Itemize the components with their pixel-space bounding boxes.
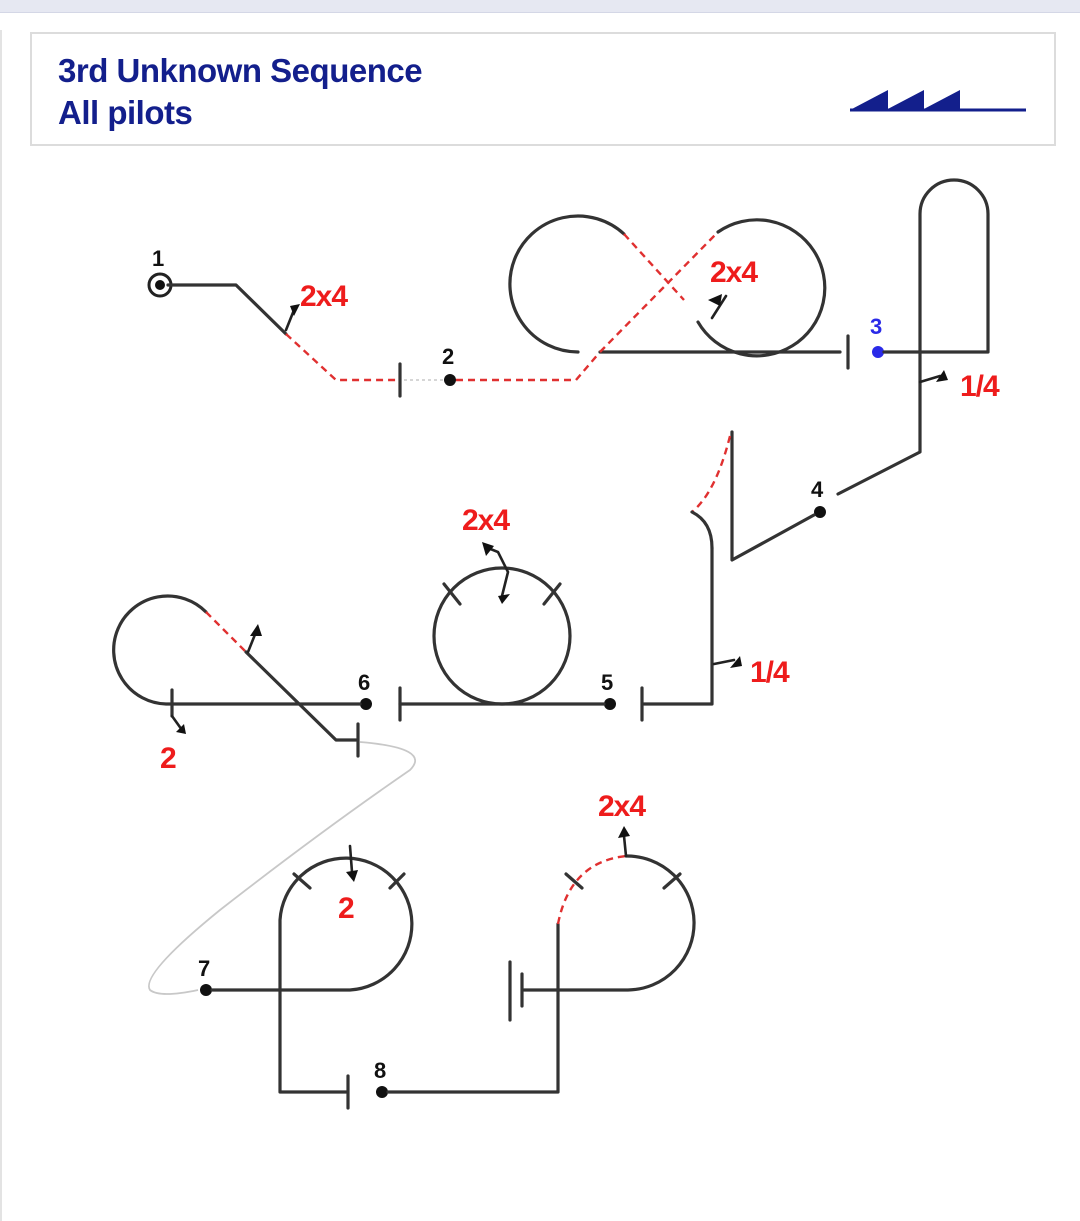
wind-triangles-icon — [850, 90, 1026, 112]
roll-label-fig3: 1/4 — [960, 370, 1000, 403]
figure-1-roll-arrow — [284, 308, 296, 332]
figure-5-number-dot — [604, 698, 616, 710]
figure-3-entry-dot — [872, 346, 884, 358]
figure-7 — [200, 844, 414, 1110]
figure-1 — [147, 272, 402, 398]
figure-6-loop — [112, 594, 362, 706]
figure-8-roll-arrow — [622, 834, 628, 858]
figure-1-entry-dot — [155, 280, 165, 290]
sequence-title: 3rd Unknown Sequence — [58, 52, 423, 89]
figure-5 — [640, 546, 742, 722]
figure-3-line — [836, 178, 990, 496]
link-6-7 — [148, 741, 416, 995]
sequence-header: 3rd Unknown Sequence All pilots — [30, 32, 1056, 146]
figure-number-5: 5 — [601, 670, 613, 695]
figure-1-negative-line — [285, 333, 396, 382]
figure-7-line — [210, 856, 414, 1094]
figure-7-roll-arrow — [348, 844, 354, 874]
figure-3-roll-arrow — [918, 374, 942, 384]
figure-2-left-loop — [508, 214, 626, 354]
figure-2-roll-arrow — [710, 294, 728, 320]
roll-label-fig6: 2 — [160, 742, 176, 775]
figure-4-negative-curve — [691, 435, 732, 513]
loop-circle — [432, 566, 572, 706]
figure-2-cross-a — [623, 233, 685, 301]
figure-8-up-line — [386, 922, 560, 1094]
figure-1-line — [166, 283, 288, 336]
figure-8-tick-left — [564, 872, 584, 890]
figure-6-roll-arrowhead-2 — [250, 624, 262, 636]
figure-8-roll-arrowhead — [618, 826, 630, 838]
top-strip — [0, 0, 1080, 13]
figure-2-negative-line-a — [456, 351, 601, 382]
figure-5-roll-arrow — [712, 658, 736, 666]
figure-number-2: 2 — [442, 344, 454, 369]
figure-number-8: 8 — [374, 1058, 386, 1083]
figure-6-entry-dot — [360, 698, 372, 710]
figure-7-tick-left — [292, 872, 312, 890]
figure-2 — [444, 214, 850, 386]
figure-number-7: 7 — [198, 956, 210, 981]
figure-7-tick-right — [388, 872, 406, 890]
figure-7-roll-arrowhead — [346, 870, 358, 882]
figure-8-negative-arc — [556, 854, 627, 925]
roll-label-fig8: 2x4 — [598, 790, 646, 823]
figure-3 — [836, 178, 990, 496]
loop-roll-arrowhead-2 — [498, 594, 510, 604]
figure-7-entry-dot — [200, 984, 212, 996]
figure-2-roll-arrowhead — [708, 294, 722, 306]
figure-6 — [112, 594, 372, 758]
figure-6-roll-arrowhead — [176, 724, 186, 734]
figure-8 — [376, 826, 696, 1098]
figure-3-roll-arrowhead — [936, 370, 948, 382]
figure-1-roll-arrowhead — [290, 304, 300, 316]
figure-number-6: 6 — [358, 670, 370, 695]
figure-4-line — [730, 430, 816, 562]
roll-label-fig1: 2x4 — [300, 280, 348, 313]
figure-2-right-loop — [696, 218, 827, 358]
figure-4-entry-dot — [814, 506, 826, 518]
figure-8-loop — [522, 854, 696, 992]
roll-label-loop: 2x4 — [462, 504, 510, 537]
figure-2-cross-b — [599, 231, 719, 353]
figure-number-4: 4 — [811, 477, 824, 502]
figure-number-3: 3 — [870, 314, 882, 339]
roll-label-fig7: 2 — [338, 892, 354, 925]
figure-8-entry-dot — [376, 1086, 388, 1098]
figure-loop — [398, 542, 616, 722]
sequence-subtitle: All pilots — [58, 94, 193, 131]
figure-4-pull — [690, 510, 714, 550]
figure-5-roll-arrowhead — [730, 656, 742, 668]
left-rule — [0, 30, 2, 1221]
figure-6-exit-line — [244, 650, 358, 742]
loop-tick-right — [542, 582, 562, 606]
figure-6-negative-line — [205, 611, 247, 653]
figure-8-tick-right — [662, 872, 682, 890]
figure-number-1: 1 — [152, 246, 164, 271]
loop-roll-arrow — [486, 546, 510, 598]
figure-4 — [690, 430, 826, 562]
roll-label-fig5: 1/4 — [750, 656, 790, 689]
loop-tick-left — [442, 582, 462, 606]
loop-roll-arrowhead — [482, 542, 494, 556]
figure-5-line — [642, 546, 714, 706]
roll-label-fig2: 2x4 — [710, 256, 758, 289]
figure-2-entry-dot — [444, 374, 456, 386]
